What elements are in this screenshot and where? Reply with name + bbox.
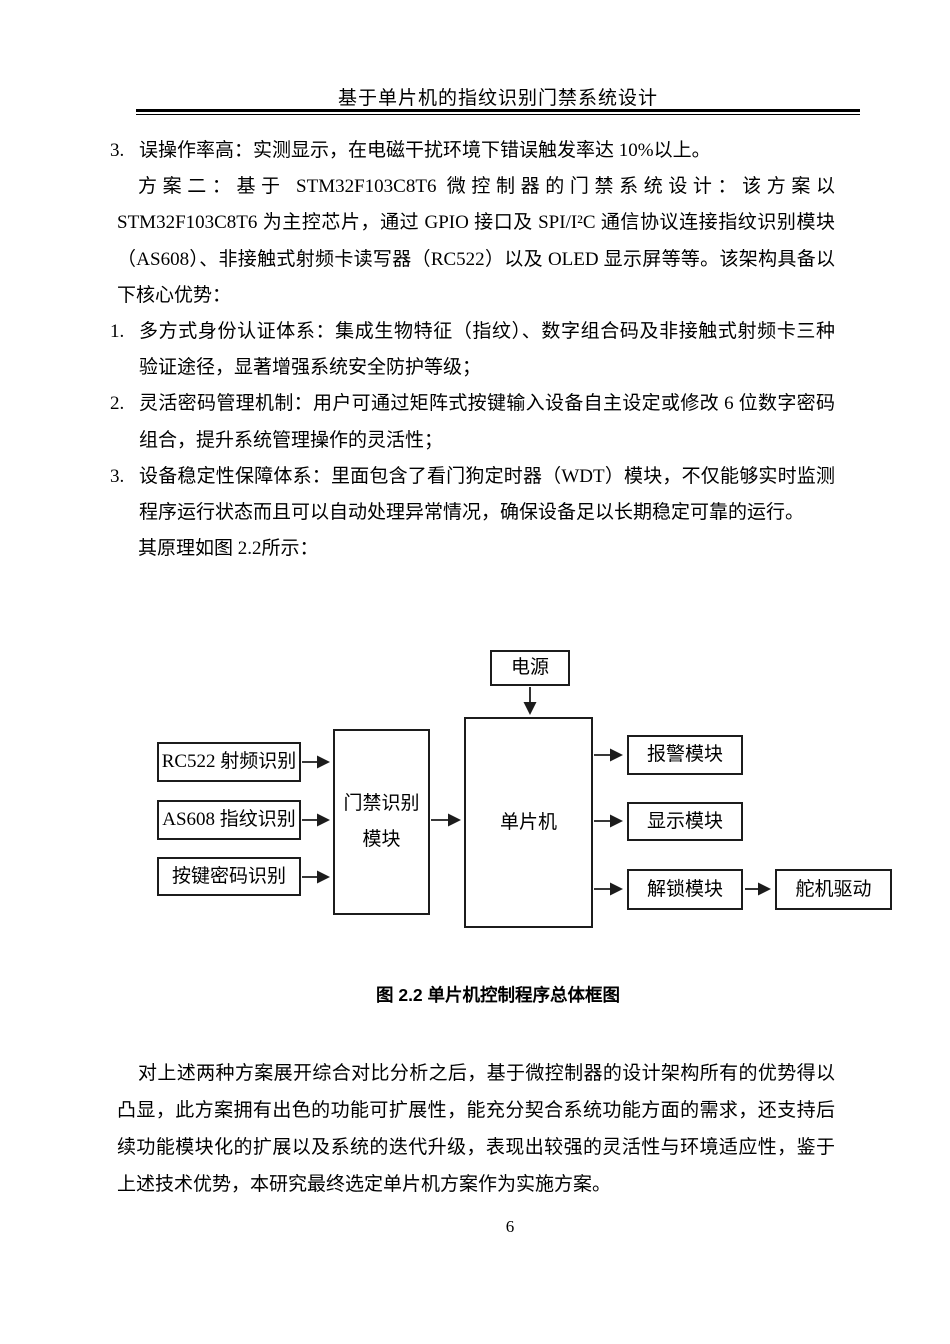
- header-rule: [136, 109, 860, 115]
- paragraph-line: 下核心优势：: [117, 285, 232, 306]
- diagram-box-as608: AS608 指纹识别: [157, 800, 301, 840]
- figure-caption: 图 2.2 单片机控制程序总体框图: [375, 985, 621, 1005]
- list-item-text: 误操作率高：实测显示，在电磁干扰环境下错误触发率达 10%以上。: [139, 140, 711, 161]
- list-item: 2. 灵活密码管理机制：用户可通过矩阵式按键输入设备自主设定或修改 6 位数字密…: [110, 393, 835, 415]
- list-marker: 3.: [110, 466, 125, 487]
- list-item: 3. 误操作率高：实测显示，在电磁干扰环境下错误触发率达 10%以上。: [110, 140, 835, 162]
- diagram-box-label: 电源: [510, 657, 549, 678]
- diagram-box-alarm: 报警模块: [627, 735, 743, 775]
- paragraph-line: 对上述两种方案展开综合对比分析之后，基于微控制器的设计架构所有的优势得以: [138, 1063, 835, 1084]
- list-item-text: 灵活密码管理机制：用户可通过矩阵式按键输入设备自主设定或修改 6 位数字密码: [139, 393, 835, 414]
- paragraph-line: 上述技术优势，本研究最终选定单片机方案作为实施方案。: [117, 1174, 612, 1195]
- list-item: 3. 设备稳定性保障体系：里面包含了看门狗定时器（WDT）模块，不仅能够实时监测: [110, 466, 835, 488]
- page-number: 6: [505, 1217, 515, 1236]
- diagram-box-label: AS608 指纹识别: [162, 809, 296, 830]
- diagram-box-power: 电源: [490, 650, 570, 686]
- paragraph-line: 其原理如图 2.2所示：: [138, 538, 319, 559]
- diagram-box-keypad: 按键密码识别: [157, 857, 301, 896]
- diagram-arrows: [302, 687, 771, 896]
- paragraph-line: 方案二：基于 STM32F103C8T6 微控制器的门禁系统设计：该方案以: [138, 176, 835, 197]
- list-marker: 2.: [110, 393, 125, 414]
- diagram-box-label: 按键密码识别: [171, 865, 286, 887]
- diagram-box-label: 单片机: [499, 811, 557, 833]
- diagram-box-servo: 舵机驱动: [775, 869, 892, 910]
- paragraph-line: STM32F103C8T6 为主控芯片，通过 GPIO 接口及 SPI/I²C …: [117, 212, 835, 233]
- diagram-box-label: 解锁模块: [646, 878, 723, 900]
- page-header-title: 基于单片机的指纹识别门禁系统设计: [337, 88, 658, 109]
- paragraph-line: 凸显，此方案拥有出色的功能可扩展性，能充分契合系统功能方面的需求，还支持后: [117, 1100, 835, 1121]
- list-item: 1. 多方式身份认证体系：集成生物特征（指纹）、数字组合码及非接触式射频卡三种: [110, 321, 835, 343]
- diagram-box-mcu: 单片机: [464, 717, 593, 928]
- diagram-box-display: 显示模块: [627, 802, 743, 841]
- paragraph-line: 组合，提升系统管理操作的灵活性；: [139, 430, 444, 451]
- list-item-text: 设备稳定性保障体系：里面包含了看门狗定时器（WDT）模块，不仅能够实时监测: [139, 466, 835, 487]
- paragraph-line: 验证途径，显著增强系统安全防护等级；: [139, 357, 482, 378]
- list-marker: 3.: [110, 140, 125, 161]
- paragraph-line: （AS608）、非接触式射频卡读写器（RC522）以及 OLED 显示屏等等。该…: [117, 249, 835, 270]
- paragraph-line: 程序运行状态而且可以自动处理异常情况，确保设备足以长期稳定可靠的运行。: [139, 502, 805, 523]
- diagram-box-label: RC522 射频识别: [161, 751, 297, 772]
- list-marker: 1.: [110, 321, 125, 342]
- diagram-box-label: 显示模块: [646, 810, 723, 832]
- diagram-box-label: 门禁识别 模块: [343, 793, 420, 850]
- diagram-box-rc522: RC522 射频识别: [157, 742, 301, 782]
- paragraph-line: 续功能模块化的扩展以及系统的迭代升级，表现出较强的灵活性与环境适应性，鉴于: [117, 1137, 835, 1158]
- diagram-box-label: 报警模块: [646, 744, 723, 765]
- diagram-box-label: 舵机驱动: [795, 878, 872, 900]
- diagram-box-access-module: 门禁识别 模块: [333, 729, 430, 915]
- diagram-box-unlock: 解锁模块: [627, 869, 743, 910]
- list-item-text: 多方式身份认证体系：集成生物特征（指纹）、数字组合码及非接触式射频卡三种: [139, 321, 835, 342]
